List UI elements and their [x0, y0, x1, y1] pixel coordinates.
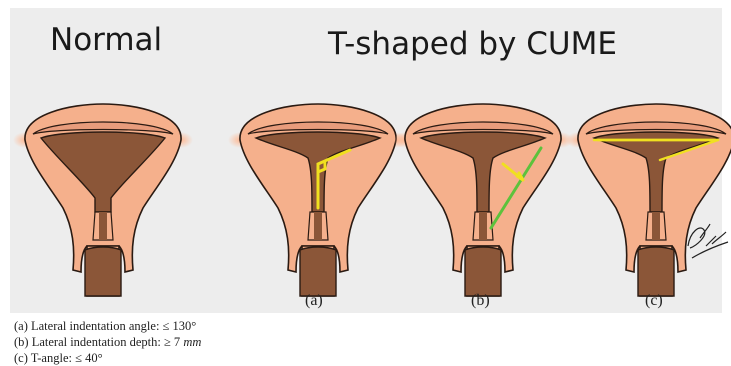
criterion-c: (c) T-angle: ≤ 40°	[14, 350, 201, 366]
panel-label-c: (c)	[645, 292, 663, 310]
criterion-a: (a) Lateral indentation angle: ≤ 130°	[14, 318, 201, 334]
panel-label-a: (a)	[305, 292, 323, 310]
uterus-normal	[13, 104, 193, 296]
signature	[688, 224, 728, 258]
uterus-panel-a	[228, 104, 408, 296]
uterus-panel-b	[393, 104, 573, 296]
criterion-b-unit: mm	[183, 335, 201, 349]
panel-label-b: (b)	[471, 292, 490, 310]
criterion-b-text: (b) Lateral indentation depth: ≥ 7	[14, 335, 183, 349]
uterus-panel-c	[566, 104, 731, 296]
criterion-b: (b) Lateral indentation depth: ≥ 7 mm	[14, 334, 201, 350]
criterion-a-text: (a) Lateral indentation angle: ≤ 130°	[14, 319, 196, 333]
criteria-list: (a) Lateral indentation angle: ≤ 130° (b…	[14, 318, 201, 366]
